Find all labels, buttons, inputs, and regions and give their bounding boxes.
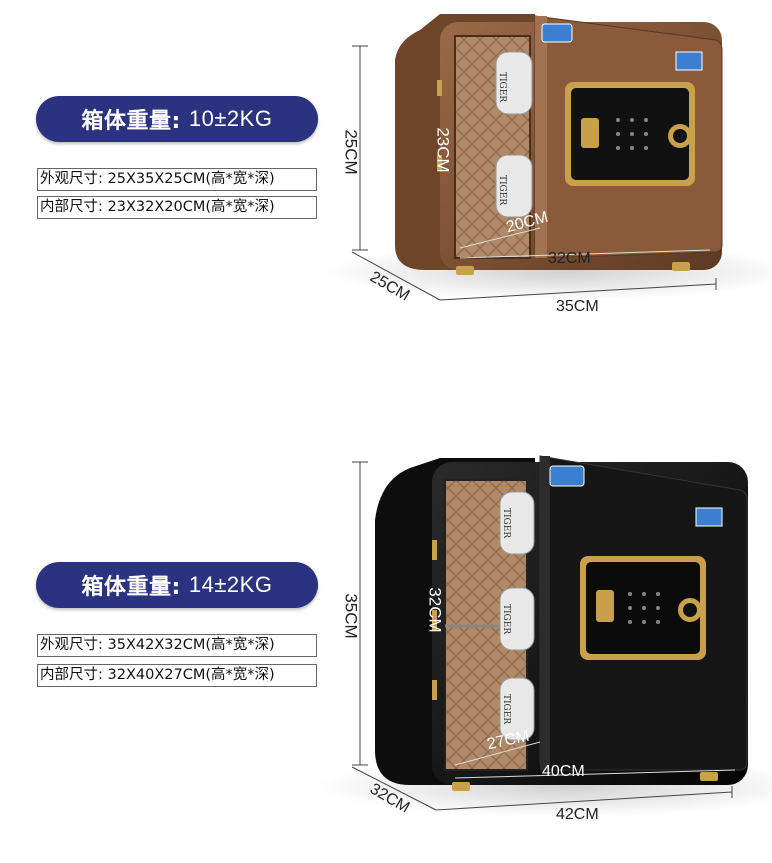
dim-inner-width-small: 32CM bbox=[548, 250, 591, 267]
interior-size-small: 内部尺寸: 23X32X20CM(高*宽*深) bbox=[37, 196, 317, 219]
bolt-brand-1: TIGER bbox=[497, 72, 507, 102]
dim-width-large: 42CM bbox=[556, 806, 599, 823]
bolt-brand-4: TIGER bbox=[501, 604, 511, 634]
dimension-lines-small bbox=[351, 45, 717, 301]
bolt-brand-3: TIGER bbox=[501, 508, 511, 538]
exterior-size-large: 外观尺寸: 35X42X32CM(高*宽*深) bbox=[37, 634, 317, 657]
weight-value: 10±2KG bbox=[188, 106, 273, 131]
dim-inner-height-large: 32CM bbox=[425, 587, 445, 633]
dim-height-large: 35CM bbox=[341, 593, 361, 639]
dim-width-small: 35CM bbox=[556, 298, 599, 315]
weight-badge-small: 箱体重量: 10±2KG bbox=[36, 96, 318, 142]
brown-safe: TIGER TIGER bbox=[320, 14, 772, 300]
dim-inner-width-large: 40CM bbox=[542, 763, 585, 780]
weight-label: 箱体重量: bbox=[81, 575, 181, 600]
interior-size-large: 内部尺寸: 32X40X27CM(高*宽*深) bbox=[37, 664, 317, 687]
bolt-brand-5: TIGER bbox=[501, 694, 511, 724]
weight-value: 14±2KG bbox=[188, 572, 273, 597]
exterior-size-small: 外观尺寸: 25X35X25CM(高*宽*深) bbox=[37, 168, 317, 191]
dim-height-small: 25CM bbox=[341, 129, 361, 175]
dim-inner-height-small: 23CM bbox=[433, 127, 453, 173]
black-safe: TIGER TIGER TIGER bbox=[315, 455, 772, 817]
weight-label: 箱体重量: bbox=[81, 109, 181, 134]
dimension-lines-large bbox=[351, 461, 736, 811]
bolt-brand-2: TIGER bbox=[497, 175, 507, 205]
weight-badge-large: 箱体重量: 14±2KG bbox=[36, 562, 318, 608]
